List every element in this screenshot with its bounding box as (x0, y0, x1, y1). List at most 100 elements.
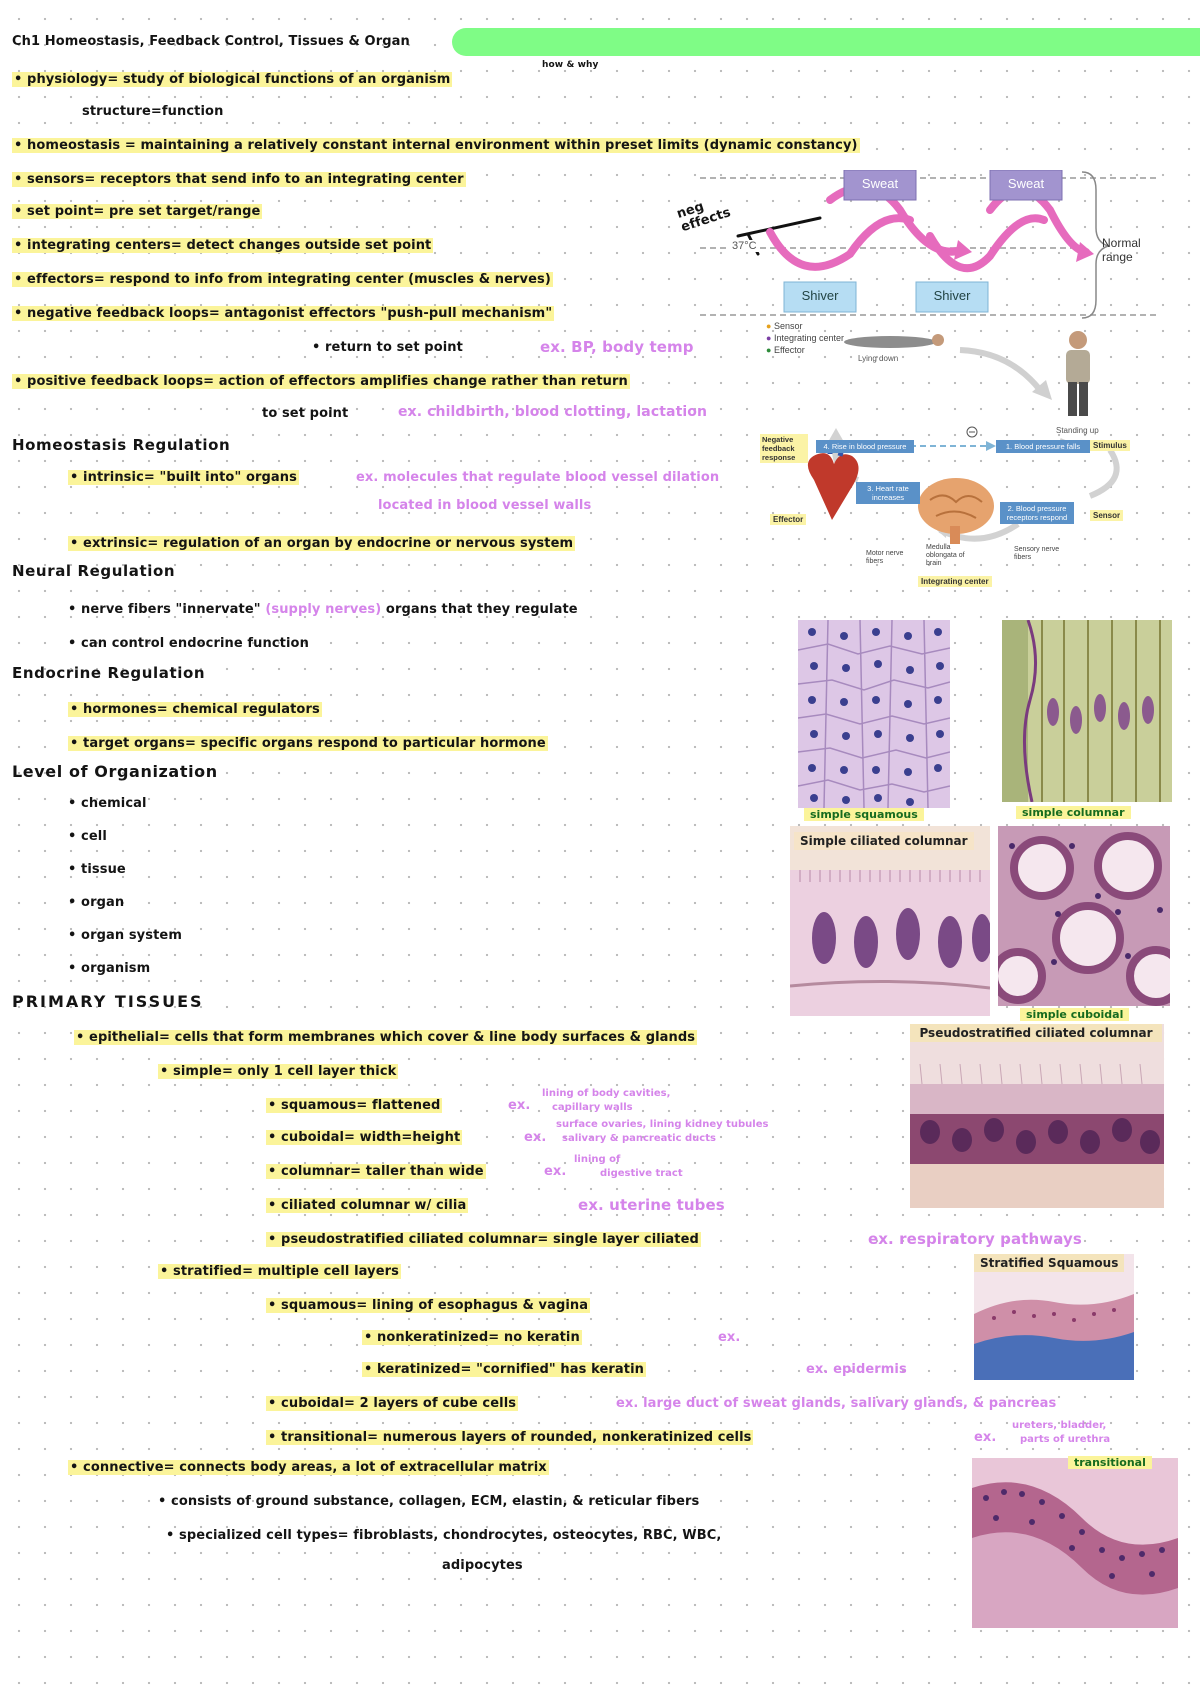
note-stratified: • stratified= multiple cell layers (158, 1264, 401, 1279)
label-simple-ciliated-columnar: Simple ciliated columnar (794, 832, 974, 850)
note-strat-cuboidal-ex: ex. large duct of sweat glands, salivary… (616, 1396, 1057, 1411)
note-cuboidal-ex: ex. (524, 1130, 547, 1145)
note-physiology-aside: how & why (542, 60, 599, 70)
normal-range-label: Normal range (1102, 236, 1141, 264)
label-pseudostratified: Pseudostratified ciliated columnar (910, 1024, 1162, 1042)
note-transitional-ex-detail-2: parts of urethra (1020, 1434, 1111, 1445)
sensor-label: Sensor (1090, 510, 1124, 521)
standing-person-icon (1069, 331, 1087, 349)
legend-dot-icon: ● (766, 321, 772, 331)
note-transitional-ex-detail-1: ureters, bladder, (1012, 1420, 1107, 1431)
stratified-squamous-image (974, 1294, 1134, 1380)
note-negative-example: ex. BP, body temp (540, 338, 694, 356)
temp-label: 37°C (730, 240, 759, 252)
micrograph-stratified-squamous: Stratified Squamous (974, 1254, 1134, 1380)
note-keratinized: • keratinized= "cornified" has keratin (362, 1362, 646, 1377)
note-epithelial: • epithelial= cells that form membranes … (74, 1030, 698, 1045)
micrograph-transitional (972, 1458, 1178, 1628)
note-positive-example: ex. childbirth, blood clotting, lactatio… (398, 404, 708, 420)
note-connective-cells: • specialized cell types= fibroblasts, c… (166, 1528, 722, 1543)
note-squamous-ex: ex. (508, 1098, 531, 1113)
temperature-wave (700, 169, 1160, 319)
micrograph-simple-squamous (798, 620, 950, 808)
caption-transitional: transitional (1068, 1456, 1152, 1469)
page-title: Ch1 Homeostasis, Feedback Control, Tissu… (12, 34, 410, 49)
note-integrating-centers: • integrating centers= detect changes ou… (12, 238, 434, 253)
note-positive-feedback: • positive feedback loops= action of eff… (12, 374, 630, 389)
note-return-set-point: • return to set point (312, 340, 463, 355)
note-ciliated-columnar: • ciliated columnar w/ cilia (266, 1198, 469, 1213)
heading-endocrine-regulation: Endocrine Regulation (12, 664, 206, 682)
squamous-cells-image (798, 620, 950, 808)
columnar-cells-image (1002, 620, 1161, 802)
brain-icon (918, 478, 994, 534)
caption-simple-squamous: simple squamous (804, 808, 924, 821)
note-nonkeratinized-ex: ex. (718, 1330, 741, 1345)
standing-up-label: Standing up (1056, 426, 1099, 435)
transitional-image (972, 1482, 1178, 1628)
note-transitional: • transitional= numerous layers of round… (266, 1430, 754, 1445)
note-positive-to-set: to set point (262, 406, 349, 421)
legend-sensor: ● Sensor (766, 321, 803, 331)
note-cuboidal-ex-detail-1: surface ovaries, lining kidney tubules (556, 1119, 769, 1130)
sweat-box-1: Sweat (861, 176, 899, 191)
micrograph-simple-columnar (1002, 620, 1172, 802)
note-connective-consists: • consists of ground substance, collagen… (158, 1494, 700, 1509)
blood-pressure-diagram: Lying down Standing up Negative feedback… (760, 330, 1140, 594)
note-intrinsic: • intrinsic= "built into" organs (68, 470, 299, 485)
note-squamous: • squamous= flattened (266, 1098, 443, 1113)
note-negative-feedback: • negative feedback loops= antagonist ef… (12, 306, 555, 321)
note-pseudostratified: • pseudostratified ciliated columnar= si… (266, 1232, 701, 1247)
step2-box: 2. Blood pressure receptors respond (1000, 502, 1074, 524)
effector-label: Effector (770, 514, 807, 525)
note-target-organs: • target organs= specific organs respond… (68, 736, 548, 751)
step3-box: 3. Heart rate increases (856, 482, 920, 504)
negative-response-label: Negative feedback response (760, 434, 808, 463)
note-physiology: • physiology= study of biological functi… (12, 72, 453, 87)
heading-homeostasis-regulation: Homeostasis Regulation (12, 436, 231, 454)
note-cuboidal-ex-detail-2: salivary & pancreatic ducts (562, 1133, 716, 1144)
note-strat-cuboidal: • cuboidal= 2 layers of cube cells (266, 1396, 519, 1411)
ciliated-columnar-image (790, 826, 990, 990)
note-effectors: • effectors= respond to info from integr… (12, 272, 553, 287)
note-connective: • connective= connects body areas, a lot… (68, 1460, 549, 1475)
note-extrinsic: • extrinsic= regulation of an organ by e… (68, 536, 576, 551)
list-item: • organ system (68, 928, 182, 943)
note-simple: • simple= only 1 cell layer thick (158, 1064, 399, 1079)
note-transitional-ex: ex. (974, 1430, 997, 1445)
note-squamous-ex-detail-2: capillary walls (552, 1102, 633, 1113)
note-intrinsic-example-2: located in blood vessel walls (378, 498, 592, 513)
heading-primary-tissues: PRIMARY TISSUES (12, 992, 204, 1011)
micrograph-simple-cuboidal (998, 826, 1170, 1006)
note-columnar: • columnar= taller than wide (266, 1164, 486, 1179)
bp-illustration (807, 331, 1120, 544)
note-strat-squamous: • squamous= lining of esophagus & vagina (266, 1298, 591, 1313)
note-ciliated-ex: ex. uterine tubes (578, 1196, 725, 1214)
note-set-point: • set point= pre set target/range (12, 204, 263, 219)
diagram-legend: ● Sensor ● Integrating center ● Effector (766, 320, 844, 356)
caption-simple-columnar: simple columnar (1016, 806, 1131, 819)
micrograph-simple-ciliated-columnar: Simple ciliated columnar (790, 826, 990, 1016)
heading-levels-organization: Level of Organization (12, 762, 218, 781)
note-cuboidal: • cuboidal= width=height (266, 1130, 463, 1145)
integrating-center-label: Integrating center (918, 576, 992, 587)
note-pseudostratified-ex: ex. respiratory pathways (868, 1230, 1082, 1248)
caption-simple-cuboidal: simple cuboidal (1020, 1008, 1130, 1021)
legend-effector: ● Effector (766, 345, 805, 355)
note-keratinized-ex: ex. epidermis (806, 1362, 907, 1377)
step4-box: 4. Rise in blood pressure (816, 440, 914, 453)
list-item: • organ (68, 895, 125, 910)
motor-fibers-label: Motor nerve fibers (866, 550, 904, 565)
note-columnar-ex-detail-2: digestive tract (600, 1168, 683, 1179)
note-columnar-ex-detail-1: lining of (574, 1154, 621, 1165)
shiver-box-1: Shiver (801, 288, 839, 303)
list-item: • cell (68, 829, 107, 844)
title-highlight-bar (452, 28, 1200, 56)
stimulus-label: Stimulus (1090, 440, 1130, 451)
step1-box: 1. Blood pressure falls (996, 440, 1090, 453)
lying-person-icon (844, 336, 936, 348)
label-stratified-squamous: Stratified Squamous (974, 1254, 1125, 1272)
legend-integrating: ● Integrating center (766, 333, 844, 343)
micrograph-pseudostratified: Pseudostratified ciliated columnar (910, 1024, 1164, 1208)
note-intrinsic-example-1: ex. molecules that regulate blood vessel… (356, 470, 720, 485)
